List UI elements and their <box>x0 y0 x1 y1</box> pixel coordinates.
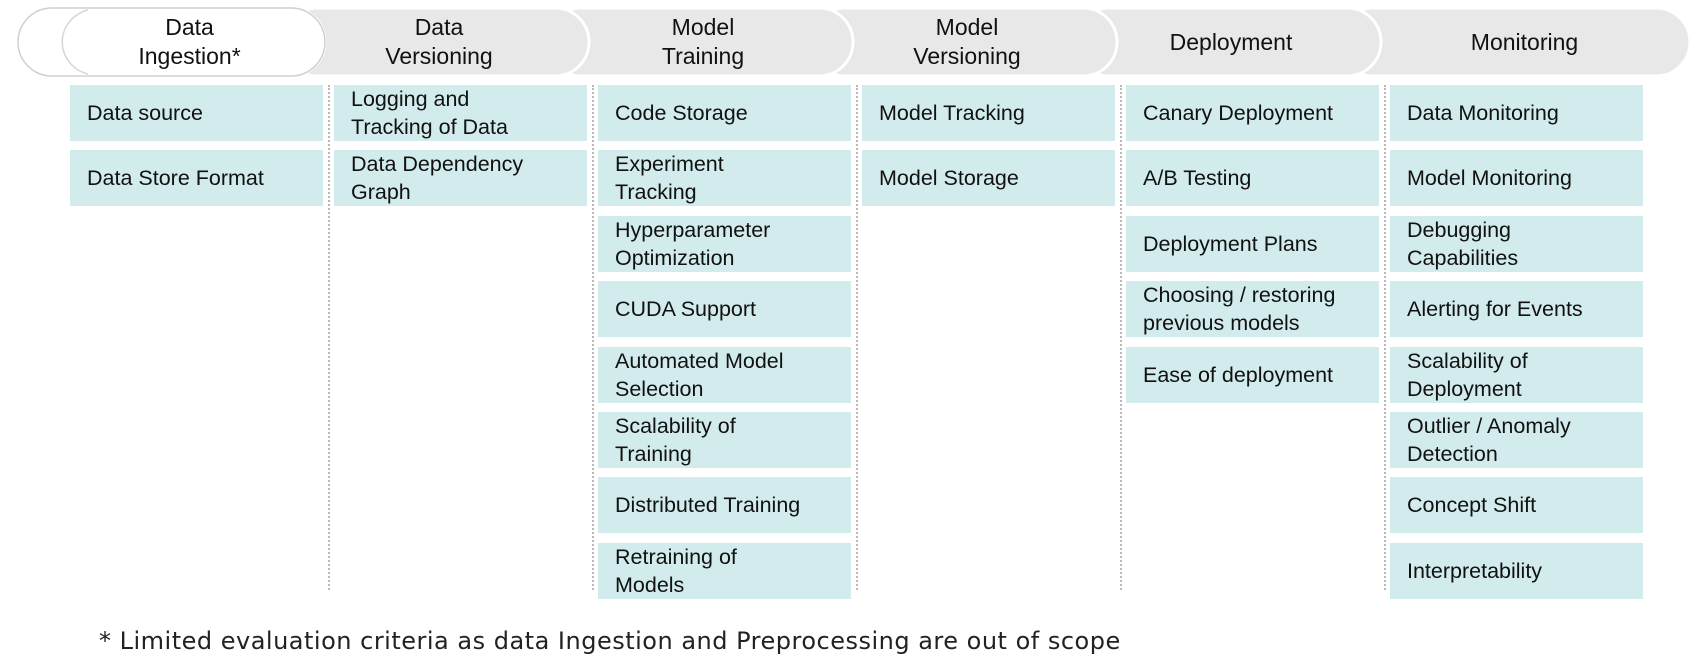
criterion-card: Interpretability <box>1390 543 1643 599</box>
criterion-card: Model Monitoring <box>1390 150 1643 206</box>
criterion-card: Experiment Tracking <box>598 150 851 206</box>
criterion-card: Outlier / Anomaly Detection <box>1390 412 1643 468</box>
stage-label-data-versioning: Data Versioning <box>385 14 493 69</box>
criterion-card: Retraining of Models <box>598 543 851 599</box>
stage-chevron-outline <box>17 7 326 77</box>
column-divider <box>592 85 594 590</box>
criterion-card: Deployment Plans <box>1126 216 1379 272</box>
criterion-card: Hyperparameter Optimization <box>598 216 851 272</box>
criterion-card: Alerting for Events <box>1390 281 1643 337</box>
column-divider <box>1120 85 1122 590</box>
column-divider <box>1384 85 1386 590</box>
criterion-card: Ease of deployment <box>1126 347 1379 403</box>
criterion-card: Choosing / restoring previous models <box>1126 281 1379 337</box>
criterion-card: CUDA Support <box>598 281 851 337</box>
criterion-card: Logging and Tracking of Data <box>334 85 587 141</box>
criterion-card: Model Tracking <box>862 85 1115 141</box>
criterion-card: Data source <box>70 85 323 141</box>
criterion-card: Data Monitoring <box>1390 85 1643 141</box>
criterion-card: Scalability of Training <box>598 412 851 468</box>
criterion-card: Data Dependency Graph <box>334 150 587 206</box>
criterion-card: Scalability of Deployment <box>1390 347 1643 403</box>
column-divider <box>328 85 330 590</box>
criterion-card: Model Storage <box>862 150 1115 206</box>
stage-label-model-training: Model Training <box>661 14 745 69</box>
criterion-card: Data Store Format <box>70 150 323 206</box>
criterion-card: Concept Shift <box>1390 477 1643 533</box>
stage-label-deployment: Deployment <box>1169 28 1293 55</box>
stage-label-monitoring: Monitoring <box>1470 28 1579 55</box>
stage-chevron-inner-cap <box>61 9 89 75</box>
column-divider <box>856 85 858 590</box>
criterion-card: A/B Testing <box>1126 150 1379 206</box>
stage-chevron-bar <box>16 6 1692 78</box>
criterion-card: Code Storage <box>598 85 851 141</box>
footnote: * Limited evaluation criteria as data In… <box>99 627 1121 655</box>
stage-label-model-versioning: Model Versioning <box>913 14 1021 69</box>
criterion-card: Automated Model Selection <box>598 347 851 403</box>
criterion-card: Debugging Capabilities <box>1390 216 1643 272</box>
criterion-card: Distributed Training <box>598 477 851 533</box>
criterion-card: Canary Deployment <box>1126 85 1379 141</box>
stage-label-data-ingestion: Data Ingestion* <box>138 14 241 69</box>
